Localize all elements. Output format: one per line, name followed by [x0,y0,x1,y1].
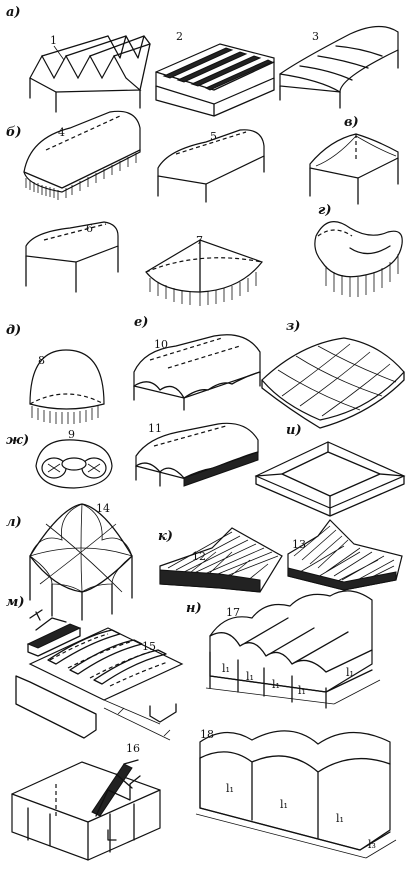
num-16: 16 [126,742,140,755]
dim-l1-17e: l₁ [346,666,354,679]
fig-12-hyperbolic-shell [159,527,283,593]
fig-free-form-shell [314,221,403,297]
fig-cross-vault [309,133,399,205]
dim-l1-17d: l₁ [298,684,306,697]
fig-18-long-span-vault [195,730,397,859]
fig-7-conical-shell [145,239,263,306]
dim-l1-17b: l₁ [246,670,254,683]
label-section-i: и) [286,423,302,438]
num-14: 14 [96,502,110,515]
fig-1-folded-plate-roof [29,35,151,113]
label-section-b: б) [6,125,22,140]
fig-10-multi-wave-shell [133,334,261,411]
fig-8-dome [29,349,105,424]
dim-l1-18b: l₁ [280,798,288,811]
fig-11-multi-wave-shell [135,422,259,487]
dim-l3-18: l₃ [368,838,376,851]
label-section-d: д) [6,323,21,338]
num-15: 15 [142,640,156,653]
num-12: 12 [192,550,206,563]
fig-14-lattice-dome [29,503,133,621]
num-13: 13 [292,538,306,551]
fig-9-torus-shell [35,439,113,489]
fig-4-shell-roof [23,110,141,200]
label-section-z: з) [286,319,300,334]
num-11: 11 [148,422,162,435]
num-10: 10 [154,338,168,351]
fig-2-corrugated-roof [155,43,275,117]
num-8: 8 [38,354,45,367]
num-18: 18 [200,728,214,741]
dim-l1-18c: l₁ [336,812,344,825]
label-section-n: н) [186,601,202,616]
fig-13-hyperbolic-shell [287,519,403,591]
num-2: 2 [176,30,183,43]
dim-l1-18a: l₁ [226,782,234,795]
fig-5-shell-roof [157,129,265,203]
label-section-m: м) [6,595,25,610]
num-9: 9 [68,428,75,441]
label-section-a: а) [6,5,21,20]
label-section-e: е) [134,315,148,330]
fig-hipped-shell [254,441,406,517]
fig-17-multi-span-vault [205,590,381,709]
num-5: 5 [210,130,217,143]
dim-l1-17c: l₁ [272,678,280,691]
label-section-g: г) [318,203,331,218]
num-6: 6 [86,222,93,235]
label-section-zh: ж) [6,433,29,448]
fig-ribbed-shell-grid [261,337,405,429]
num-4: 4 [58,126,65,139]
num-3: 3 [312,30,319,43]
label-section-l: л) [6,515,22,530]
fig-15-prefab-shell-assembly [15,609,184,741]
num-17: 17 [226,606,240,619]
dim-l1-17a: l₁ [222,662,230,675]
fig-16-prefab-shell-assembly [11,759,161,861]
num-1: 1 [50,34,57,47]
label-section-k: к) [158,529,173,544]
fig-6-shell-roof [25,221,119,293]
num-7: 7 [196,234,203,247]
label-section-v: в) [344,115,359,130]
fig-3-barrel-vault-roof [279,25,399,109]
